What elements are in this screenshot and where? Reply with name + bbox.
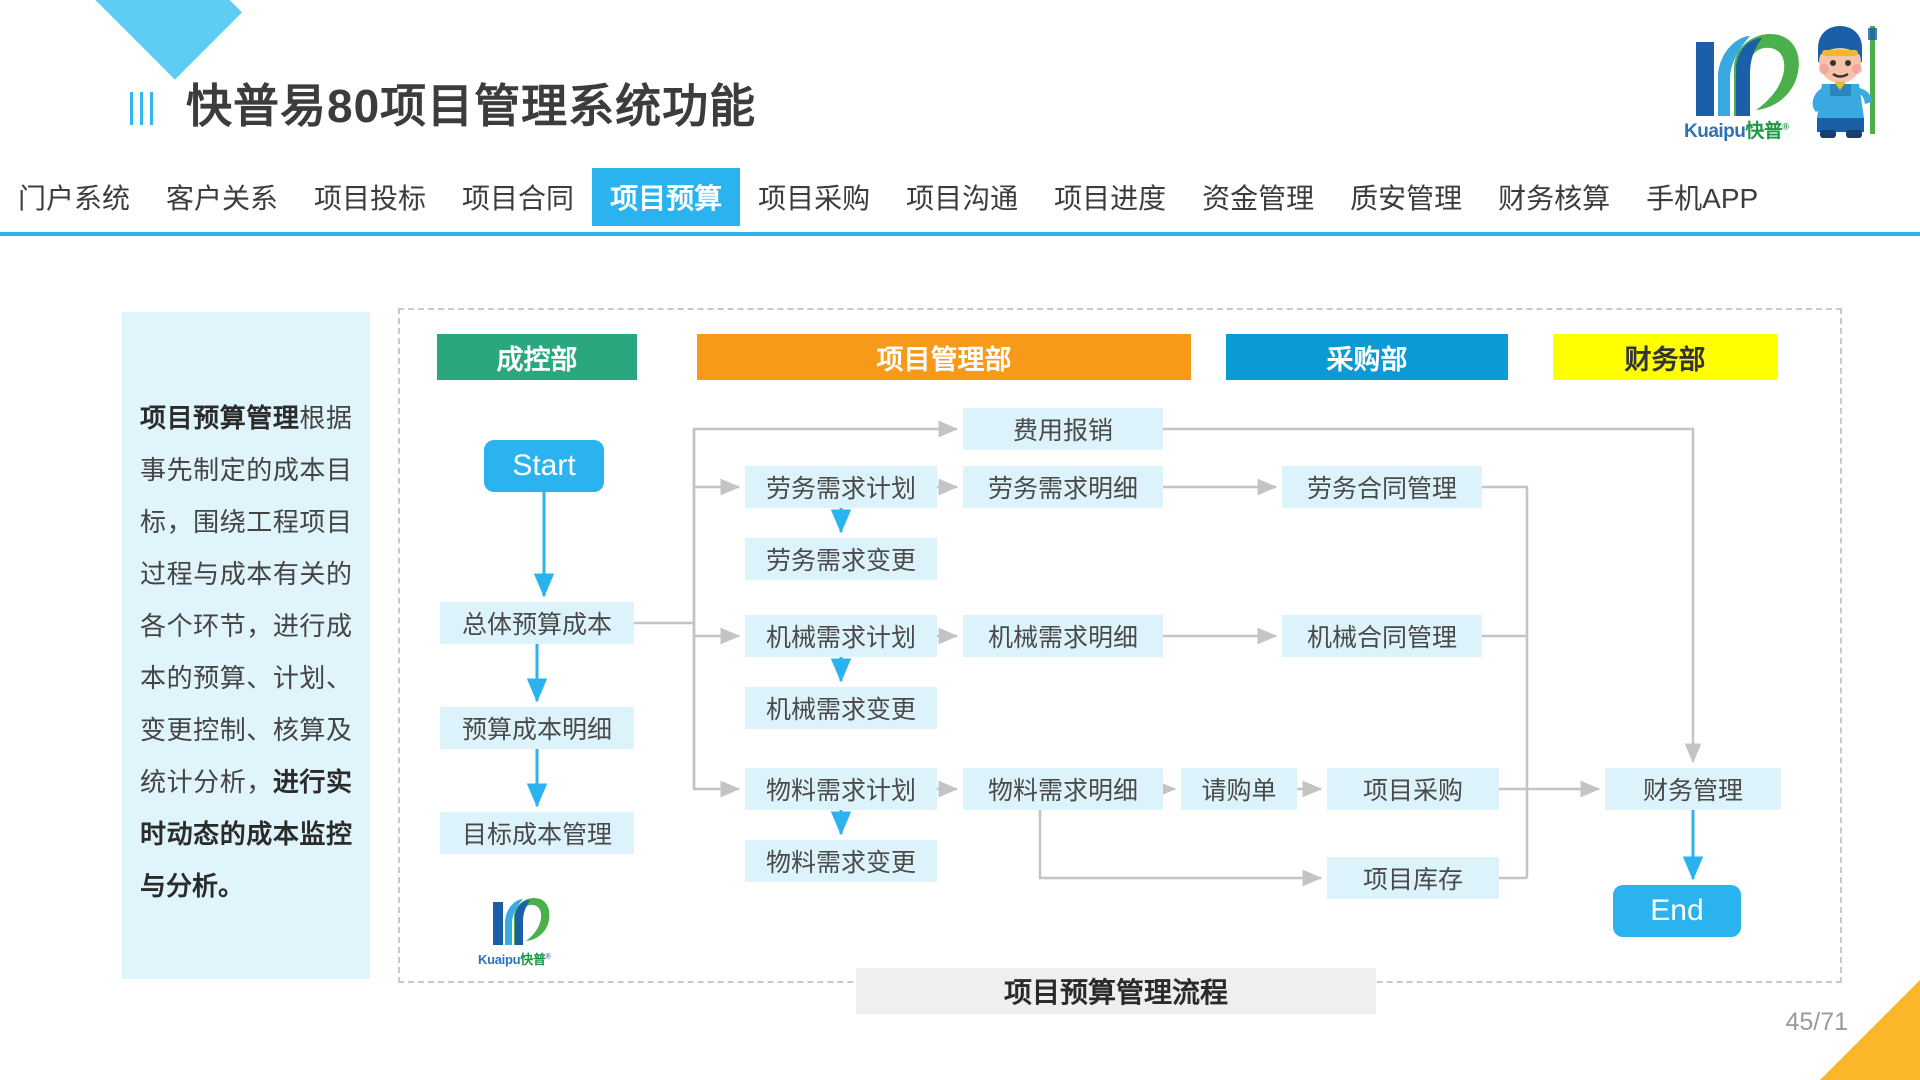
flowchart-caption: 项目预算管理流程 [856,968,1376,1014]
main-navigation[interactable]: 门户系统 客户关系 项目投标 项目合同项目预算项目采购 项目沟通 项目进度 资金管理 质安管理… [0,168,1920,226]
flow-node-total_budget[interactable]: 总体预算成本 [440,602,634,644]
nav-item-7[interactable]: 项目进度 [1054,183,1167,214]
inner-brand-wordmark: Kuaipu快普® [478,952,551,967]
flow-node-labor_change[interactable]: 劳务需求变更 [745,538,937,580]
flow-node-proj_purchase[interactable]: 项目采购 [1327,768,1499,810]
department-header-caigou: 采购部 [1226,334,1508,380]
department-header-xiangmuguanli: 项目管理部 [697,334,1191,380]
kp-mark-small-icon [493,898,550,945]
flow-node-labor_contract[interactable]: 劳务合同管理 [1282,466,1482,508]
nav-item-3[interactable]: 项目合同 [462,183,575,214]
nav-item-8[interactable]: 资金管理 [1202,183,1315,214]
kp-mark-icon [1696,34,1799,116]
brand-logo: Kuaipu快普® [1680,20,1898,145]
flow-node-mat_plan[interactable]: 物料需求计划 [745,768,937,810]
bottom-right-corner-decoration [1820,980,1920,1080]
flow-node-mach_contract[interactable]: 机械合同管理 [1282,615,1482,657]
flow-node-labor_detail[interactable]: 劳务需求明细 [963,466,1163,508]
page-title: 快普易80项目管理系统功能 [186,80,757,132]
inner-brand-logo: Kuaipu快普® [478,895,578,973]
brand-wordmark: Kuaipu快普® [1684,121,1789,142]
flow-node-end[interactable]: End [1613,885,1741,937]
nav-item-10[interactable]: 财务核算 [1498,183,1611,214]
flow-node-budget_detail[interactable]: 预算成本明细 [440,707,634,749]
nav-item-9[interactable]: 质安管理 [1350,183,1463,214]
department-header-chengkong: 成控部 [437,334,637,380]
flow-node-proj_stock[interactable]: 项目库存 [1327,857,1499,899]
flow-node-mach_detail[interactable]: 机械需求明细 [963,615,1163,657]
title-bars-icon [130,92,153,125]
nav-item-5[interactable]: 项目采购 [758,183,871,214]
flow-node-mach_plan[interactable]: 机械需求计划 [745,615,937,657]
nav-item-2[interactable]: 项目投标 [314,183,427,214]
nav-item-11[interactable]: 手机APP [1646,183,1759,214]
flow-node-target_cost[interactable]: 目标成本管理 [440,812,634,854]
flow-node-mat_change[interactable]: 物料需求变更 [745,840,937,882]
department-header-caiwu: 财务部 [1553,334,1777,380]
description-segment-1: 根据事先制定的成本目标，围绕工程项目过程与成本有关的各个环节，进行成本的预算、计… [140,403,352,797]
flow-node-labor_plan[interactable]: 劳务需求计划 [745,466,937,508]
mascot-icon [1812,26,1877,138]
page-indicator: 45/71 [1785,1008,1848,1036]
description-segment-0: 项目预算管理 [140,403,300,433]
nav-item-1[interactable]: 客户关系 [166,183,279,214]
flow-node-mach_change[interactable]: 机械需求变更 [745,687,937,729]
flow-node-expense[interactable]: 费用报销 [963,408,1163,450]
flow-node-finance_mgmt[interactable]: 财务管理 [1605,768,1781,810]
flow-node-purchase_req[interactable]: 请购单 [1181,768,1297,810]
nav-item-6[interactable]: 项目沟通 [906,183,1019,214]
description-panel: 项目预算管理根据事先制定的成本目标，围绕工程项目过程与成本有关的各个环节，进行成… [122,312,370,979]
flow-node-start[interactable]: Start [484,440,604,492]
page-header: 快普易80项目管理系统功能 [0,40,1920,132]
nav-underline-rule [0,232,1920,236]
flow-node-mat_detail[interactable]: 物料需求明细 [963,768,1163,810]
nav-item-4[interactable]: 项目预算 [592,168,741,226]
description-segment-2: 进行实时动态的成本监控与分析。 [140,767,352,901]
nav-item-0[interactable]: 门户系统 [18,183,131,214]
description-text: 项目预算管理根据事先制定的成本目标，围绕工程项目过程与成本有关的各个环节，进行成… [140,392,352,912]
